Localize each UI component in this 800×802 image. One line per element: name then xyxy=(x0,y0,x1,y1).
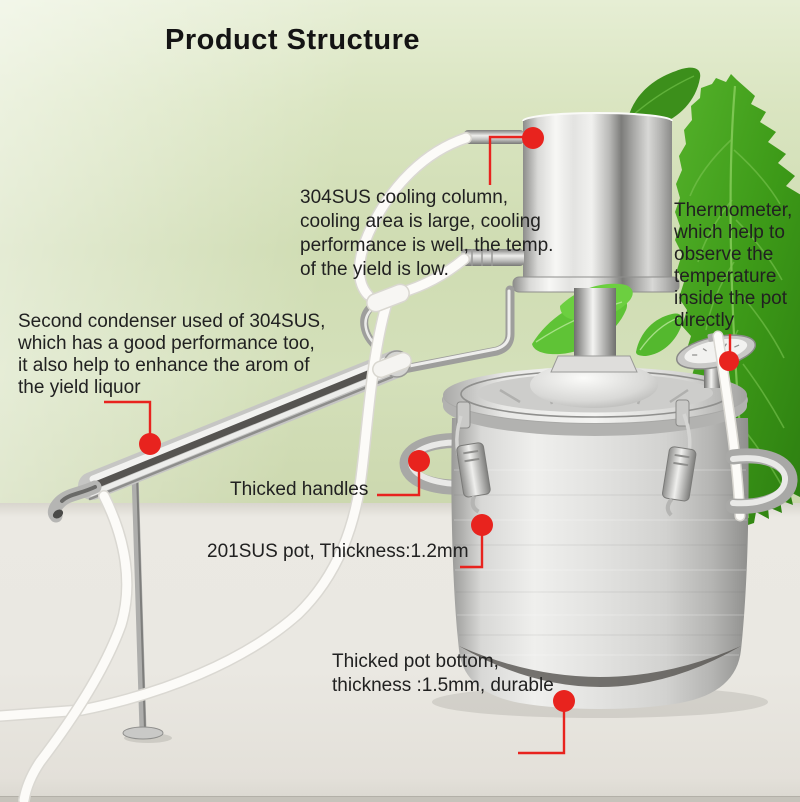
annotation-line: which help to xyxy=(674,222,785,243)
dot-thermometer xyxy=(719,351,739,371)
annotation-line: Thicked pot bottom, xyxy=(332,651,499,672)
annotation-handles: Thicked handles xyxy=(230,478,368,502)
annotation-line: thickness :1.5mm, durable xyxy=(332,675,554,696)
lid-clamp-left xyxy=(455,401,491,514)
dot-condenser xyxy=(139,433,161,455)
lid-dome xyxy=(530,362,658,408)
annotation-pot-bottom: Thicked pot bottom, thickness :1.5mm, du… xyxy=(332,650,582,698)
pot-handle-right xyxy=(725,448,798,514)
annotation-line: inside the pot xyxy=(674,288,788,309)
annotation-second-condenser: Second condenser used of 304SUS, which h… xyxy=(18,311,352,399)
pot-bottom-rim xyxy=(459,646,741,687)
dot-cooling-column xyxy=(522,127,544,149)
mint-leaf-top xyxy=(628,67,701,128)
cooling-column xyxy=(461,112,680,293)
condenser-stand xyxy=(122,473,172,743)
annotation-line: directly xyxy=(674,310,735,331)
annotation-line: of the yield is low. xyxy=(300,259,449,280)
annotation-line: 304SUS cooling column, xyxy=(300,187,509,208)
annotation-line: performance is well, the temp. xyxy=(300,235,554,256)
annotation-leaders xyxy=(104,135,732,755)
tube-coupling-lower xyxy=(372,351,412,379)
silicone-tubes xyxy=(0,132,472,802)
table-edge-strip xyxy=(0,796,800,802)
leader-cooling-column xyxy=(488,135,533,185)
page-title: Product Structure xyxy=(165,24,421,56)
dot-pot xyxy=(471,514,493,536)
riser-pipe xyxy=(574,288,616,368)
annotation-line: Thermometer, xyxy=(674,200,793,221)
second-condenser xyxy=(47,350,411,523)
lid-clamp-right xyxy=(662,399,697,517)
annotation-line: temperature xyxy=(674,266,777,287)
annotation-thermometer: Thermometer, which help to observe the t… xyxy=(674,200,800,332)
annotation-dots xyxy=(139,127,739,712)
annotation-line: cooling area is large, cooling xyxy=(300,211,541,232)
yield-pipe xyxy=(399,285,515,374)
annotation-line: Thicked handles xyxy=(230,479,369,500)
annotation-line: Second condenser used of 304SUS, xyxy=(18,311,326,332)
annotation-line: observe the xyxy=(674,244,774,265)
tube-coupling-upper xyxy=(366,283,410,313)
dot-handles xyxy=(408,450,430,472)
leader-handles xyxy=(377,464,421,497)
leader-pot xyxy=(460,528,484,569)
leader-pot-bottom xyxy=(518,703,566,755)
dot-pot-bottom xyxy=(553,690,575,712)
annotation-cooling-column: 304SUS cooling column, cooling area is l… xyxy=(300,186,602,282)
annotation-line: it also help to enhance the arom of xyxy=(18,355,310,376)
riser-flange xyxy=(550,355,638,373)
annotation-line: 201SUS pot, Thickness:1.2mm xyxy=(207,541,469,562)
leader-condenser xyxy=(104,400,152,442)
condenser-spout xyxy=(52,509,64,519)
annotation-line: which has a good performance too, xyxy=(18,333,315,354)
annotation-pot: 201SUS pot, Thickness:1.2mm xyxy=(207,540,469,564)
annotation-line: the yield liquor xyxy=(18,377,141,398)
